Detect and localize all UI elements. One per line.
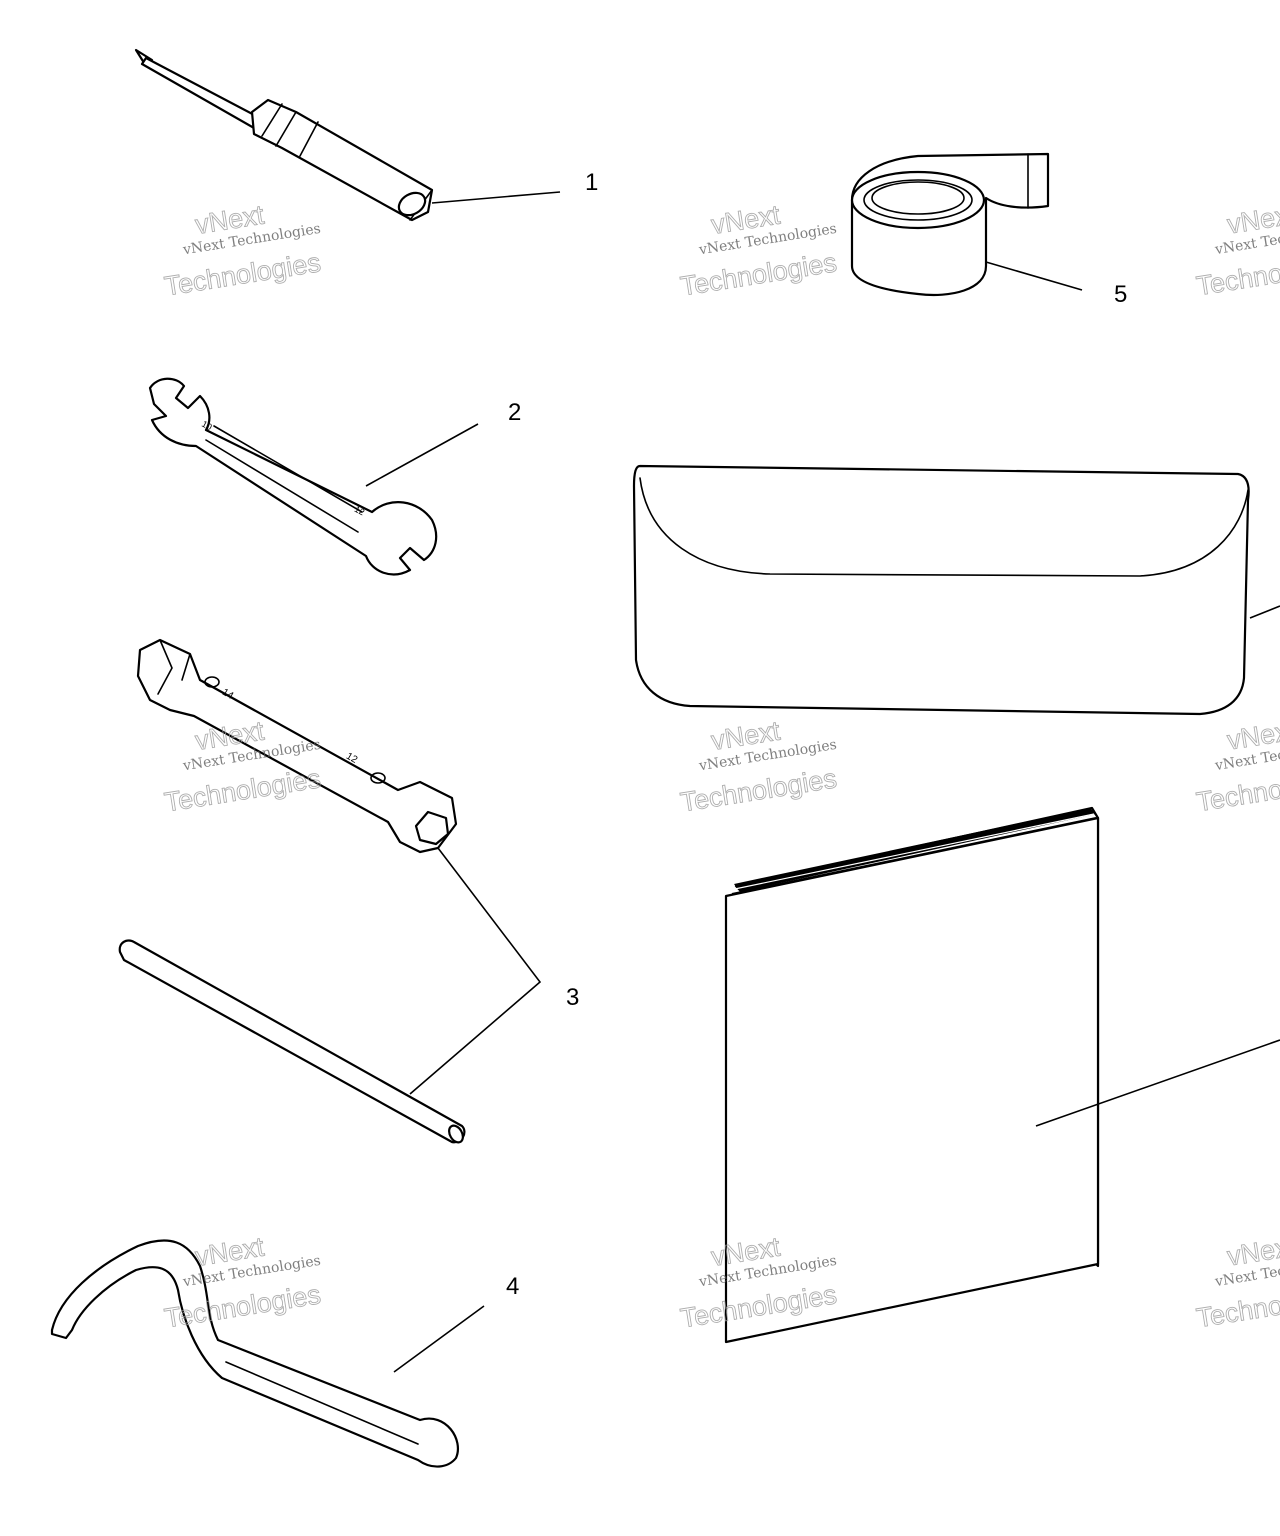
tommy-bar [118,939,466,1144]
leader-pouch [1249,605,1280,619]
watermark-1: vNext vNext Technologies Technologies [162,199,323,302]
callout-4: 4 [506,1273,519,1300]
svg-text:12: 12 [344,751,360,766]
open-end-wrench: 10 12 [148,377,438,576]
spanner-wrench [50,1239,459,1468]
leader-3 [409,847,542,1095]
tool-pouch [632,464,1250,716]
watermark-5: vNext vNext Technologies Technologies [678,715,839,818]
owners-manual [724,806,1100,1344]
callout-1: 1 [585,169,598,196]
tape-roll [850,152,1050,297]
svg-text:Technologies: Technologies [1194,247,1280,301]
callout-5: 5 [1114,281,1127,308]
watermark-6: vNext vNext Technologies Technologies [1194,715,1280,818]
leader-4 [393,1305,485,1373]
watermark-3: vNext vNext Technologies Technologies [1194,199,1280,302]
leader-manual [1035,1039,1280,1127]
svg-text:Technologies: Technologies [1194,1279,1280,1333]
leader-2 [365,423,479,487]
svg-text:12: 12 [353,504,367,518]
svg-text:Technologies: Technologies [1194,763,1280,817]
screwdriver [134,48,434,222]
callout-3: 3 [566,984,579,1011]
callout-2: 2 [508,399,521,426]
watermark-9: vNext vNext Technologies Technologies [1194,1231,1280,1334]
leader-5 [985,261,1083,291]
svg-text:14: 14 [220,687,236,702]
svg-text:10: 10 [200,419,214,433]
watermark-2: vNext vNext Technologies Technologies [678,199,839,302]
leader-1 [431,191,561,204]
box-tube-wrench: 14 12 [136,638,458,854]
